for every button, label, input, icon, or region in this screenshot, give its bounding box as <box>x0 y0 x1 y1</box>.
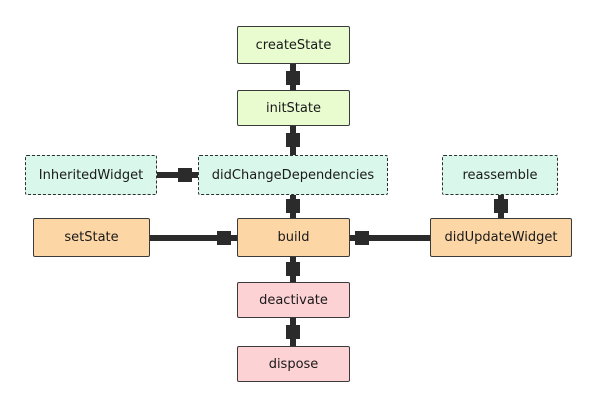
node-setstate-label: setState <box>64 230 119 245</box>
node-deactivate: deactivate <box>237 282 350 318</box>
node-build: build <box>237 218 350 257</box>
node-dispose: dispose <box>237 346 350 382</box>
connector-deactivate-dispose <box>286 318 300 346</box>
node-didupdatewidget: didUpdateWidget <box>430 218 572 257</box>
connector-reassemble-didupdatewidget <box>494 195 508 218</box>
connector-build-deactivate <box>286 257 300 282</box>
node-reassemble-label: reassemble <box>462 167 538 183</box>
node-deactivate-label: deactivate <box>259 292 328 308</box>
connector-createstate-initstate <box>286 64 300 90</box>
connector-didupdatewidget-build <box>350 231 430 245</box>
connector-inheritedwidget-didchangedependencies <box>157 168 198 182</box>
node-setstate: setState <box>33 218 150 257</box>
node-reassemble: reassemble <box>442 155 558 195</box>
node-initstate-label: initState <box>266 100 321 116</box>
node-initstate: initState <box>237 90 350 126</box>
connector-setstate-build <box>150 231 237 245</box>
node-createstate-label: createState <box>255 37 332 53</box>
node-build-label: build <box>277 230 310 245</box>
node-dispose-label: dispose <box>268 356 319 372</box>
connector-didchangedependencies-build <box>286 195 300 218</box>
node-didupdatewidget-label: didUpdateWidget <box>444 230 558 245</box>
node-didchangedependencies: didChangeDependencies <box>198 155 388 195</box>
connector-initstate-didchangedependencies <box>286 126 300 155</box>
node-inheritedwidget: InheritedWidget <box>25 155 157 195</box>
node-didchangedependencies-label: didChangeDependencies <box>211 167 375 183</box>
node-inheritedwidget-label: InheritedWidget <box>38 167 144 183</box>
node-createstate: createState <box>237 26 350 64</box>
